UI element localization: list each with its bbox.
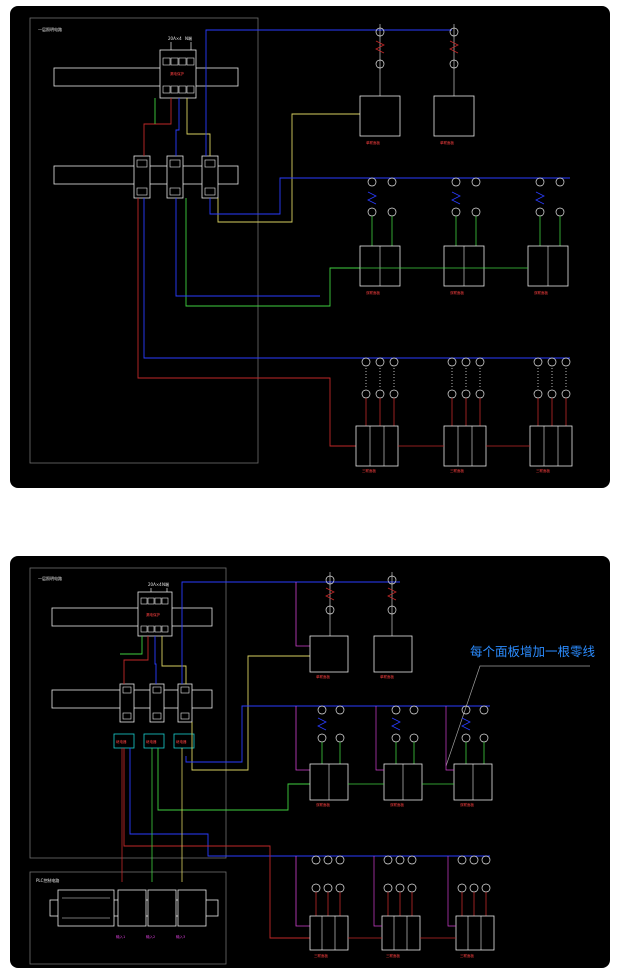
wire-blue-dual [185,705,490,763]
single-panel-2 [373,635,413,673]
distribution-box-outline [29,567,227,859]
wire-blue-top [181,581,400,684]
wire-red-triple [137,198,360,447]
main-breaker [137,591,173,637]
wire-yellow-single [217,113,360,223]
triple-panel-label-3: 三联面板 [460,953,474,958]
dual-panel-label-2: 双联面板 [390,802,404,807]
triple-panel-label-3: 三联面板 [536,468,550,473]
switch-group [133,155,219,199]
wire-red-triple [123,748,310,939]
dual-panel-group [359,177,569,287]
dual-panel-label-3: 双联面板 [460,802,474,807]
single-panel-1 [359,95,401,137]
wire-blue-triple [143,198,570,359]
single-panel-label-1: 单联面板 [316,674,330,679]
triple-panel-label-1: 三联面板 [314,953,328,958]
triple-panel-group [309,855,495,951]
wire-blue-feed [175,98,180,156]
din-rail-top [51,607,213,627]
wire-blue-triple [129,748,490,857]
dual-panel-group [309,705,493,801]
section-label: 一层照明电路 [38,26,62,32]
triple-panel-group [355,357,573,467]
diagram-panel-modified: 一层照明电路 PLC控制电路 漏电保护 20A×4 N端 继电器 继电器 继电器 [10,556,610,968]
wiring-diagram-modified: 一层照明电路 PLC控制电路 漏电保护 20A×4 N端 继电器 继电器 继电器 [29,567,596,965]
din-rail-top [53,67,239,87]
wiring-diagram-original: 一层照明电路 漏电保护 20A×4 N端 [29,17,573,473]
relay-label-1: 继电器 [116,739,127,744]
relay-3 [173,733,195,749]
wire-neutral-triple [295,856,310,927]
lamp-column-top-2 [449,24,459,96]
wire-neutral-single [295,582,310,647]
main-breaker [159,49,197,99]
triple-panel-label-1: 三联面板 [362,468,376,473]
single-panel-2 [433,95,475,137]
plc-box-outline [29,871,227,965]
section-label: 一层照明电路 [38,575,62,581]
lamp-column-top-1 [375,24,385,96]
plc-module-rail [49,889,219,927]
single-panel-1 [309,635,349,673]
annotation-note: 每个面板增加一根零线 [470,644,596,659]
diagram-panel-original: 一层照明电路 漏电保护 20A×4 N端 [10,6,610,488]
single-panel-label-2: 单联面板 [440,140,454,145]
triple-panel-label-2: 三联面板 [450,468,464,473]
single-panel-label-1: 单联面板 [366,140,380,145]
relay-label-3: 继电器 [176,739,187,744]
breaker-term-b: N端 [162,581,169,587]
wire-blue-top [205,29,452,156]
dual-panel-label-2: 双联面板 [450,290,464,295]
dual-panel-label-1: 双联面板 [316,802,330,807]
plc-section-label: PLC控制电路 [36,877,59,883]
main-breaker-label: 漏电保护 [146,612,160,617]
dual-panel-label-1: 双联面板 [366,290,380,295]
plc-term-3: 输入3 [176,934,185,939]
wire-neutral-dual [295,706,310,771]
triple-panel-label-2: 三联面板 [386,953,400,958]
dual-panel-label-3: 双联面板 [534,290,548,295]
wire-green-dual [157,748,310,811]
wire-red-feed [143,98,172,156]
annotation-leader [445,665,590,767]
wire-yellow-single [191,655,310,771]
breaker-term-b: N端 [185,35,192,41]
lamp-column-top [325,572,397,636]
single-panel-label-2: 单联面板 [380,674,394,679]
main-breaker-label: 漏电保护 [170,71,184,76]
plc-term-2: 输入2 [146,934,155,939]
relay-label-2: 继电器 [146,739,157,744]
distribution-box-outline [29,17,259,464]
relay-2 [143,733,165,749]
wire-yellow-feed [186,98,211,156]
breaker-term-a: 20A×4 [148,582,162,587]
wire-blue-dual [209,177,570,215]
plc-term-1: 输入1 [116,934,125,939]
wire-green-dual [185,198,360,307]
breaker-term-a: 20A×4 [168,36,182,41]
switch-group [119,683,193,723]
